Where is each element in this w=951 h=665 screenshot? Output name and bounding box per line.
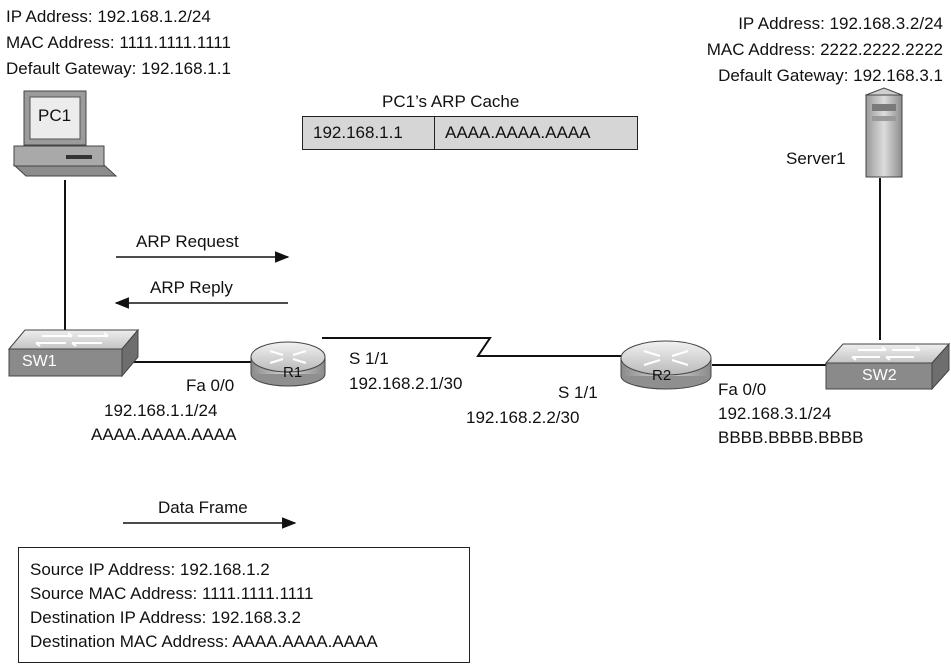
pc1-mac: MAC Address: 1111.1111.1111 <box>6 33 231 52</box>
server1-ip: IP Address: 192.168.3.2/24 <box>738 14 943 33</box>
data-frame-label: Data Frame <box>158 498 248 517</box>
sw2-label: SW2 <box>862 367 897 384</box>
network-links <box>64 178 881 366</box>
sw2-icon <box>824 342 951 391</box>
r2-serial-interface: S 1/1 <box>558 383 598 402</box>
server1-mac: MAC Address: 2222.2222.2222 <box>706 40 943 59</box>
pc1-label: PC1 <box>38 106 72 125</box>
r2-fa-mac: BBBB.BBBB.BBBB <box>718 428 864 447</box>
server1-gateway: Default Gateway: 192.168.3.1 <box>718 66 943 85</box>
sw1-icon <box>7 328 140 378</box>
arp-cache-ip: 192.168.1.1 <box>303 117 435 149</box>
r1-fa-ip: 192.168.1.1/24 <box>104 401 218 420</box>
r1-label: R1 <box>283 364 303 381</box>
pc1-icon <box>12 90 118 177</box>
frame-destination-mac: Destination MAC Address: AAAA.AAAA.AAAA <box>30 632 378 651</box>
sw1-label: SW1 <box>22 353 57 370</box>
frame-source-ip: Source IP Address: 192.168.1.2 <box>30 560 270 579</box>
link-r1-r2-serial <box>322 337 622 357</box>
r1-serial-ip: 192.168.2.1/30 <box>349 374 463 393</box>
arp-cache-mac: AAAA.AAAA.AAAA <box>445 123 591 142</box>
arp-reply-label: ARP Reply <box>150 278 233 297</box>
frame-source-mac: Source MAC Address: 1111.1111.1111 <box>30 584 314 603</box>
r2-serial-ip: 192.168.2.2/30 <box>466 408 580 427</box>
pc1-ip: IP Address: 192.168.1.2/24 <box>6 7 211 26</box>
pc1-gateway: Default Gateway: 192.168.1.1 <box>6 59 231 78</box>
r1-fa-mac: AAAA.AAAA.AAAA <box>91 425 237 444</box>
r2-label: R2 <box>652 367 672 384</box>
r1-icon <box>250 341 326 387</box>
r2-fa-interface: Fa 0/0 <box>718 380 767 399</box>
arp-cache-title: PC1’s ARP Cache <box>382 92 520 111</box>
r1-serial-interface: S 1/1 <box>349 349 389 368</box>
r2-icon <box>620 340 712 390</box>
data-frame-box: Source IP Address: 192.168.1.2 Source MA… <box>18 547 470 663</box>
r2-fa-ip: 192.168.3.1/24 <box>718 404 832 423</box>
server1-label: Server1 <box>786 149 846 168</box>
arp-request-label: ARP Request <box>136 232 239 251</box>
r1-fa-interface: Fa 0/0 <box>186 376 235 395</box>
arp-cache-table: 192.168.1.1 AAAA.AAAA.AAAA <box>302 116 638 150</box>
frame-destination-ip: Destination IP Address: 192.168.3.2 <box>30 608 301 627</box>
server1-icon <box>864 87 904 178</box>
